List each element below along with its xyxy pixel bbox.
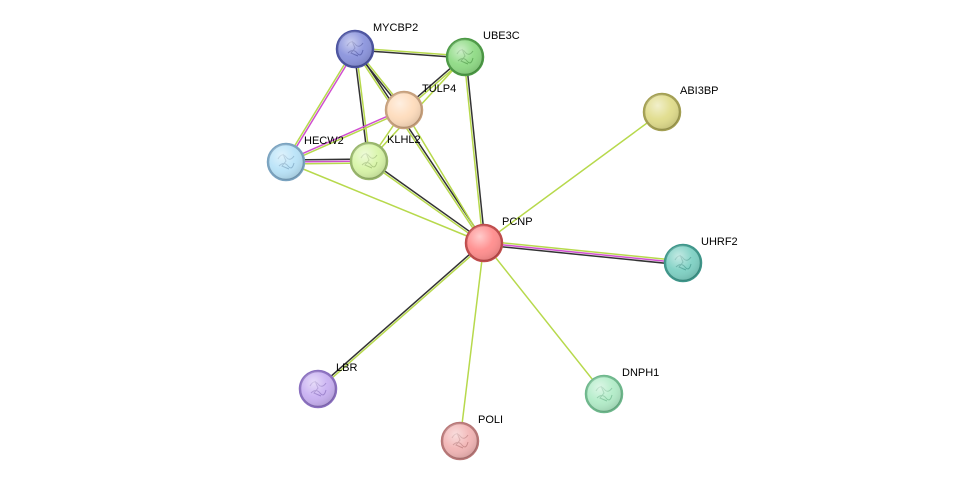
node-gloss bbox=[337, 31, 373, 67]
node-label: TULP4 bbox=[422, 83, 456, 95]
node-uhrf2[interactable]: UHRF2 bbox=[663, 236, 738, 283]
edge-line bbox=[367, 161, 485, 245]
node-gloss bbox=[268, 144, 304, 180]
node-gloss bbox=[386, 92, 422, 128]
edge-line bbox=[403, 109, 485, 244]
edge-line bbox=[284, 47, 355, 163]
edge-pcnp-lbr bbox=[316, 241, 486, 391]
node-klhl2[interactable]: KLHL2 bbox=[349, 134, 421, 181]
edge-line bbox=[317, 243, 486, 391]
edge-pcnp-klhl2 bbox=[367, 159, 486, 245]
edge-pcnp-hecw2 bbox=[285, 161, 485, 244]
node-tulp4[interactable]: TULP4 bbox=[384, 83, 456, 130]
node-mycbp2[interactable]: MYCBP2 bbox=[335, 22, 418, 69]
edge-pcnp-poli bbox=[459, 242, 485, 442]
node-label: POLI bbox=[478, 414, 503, 426]
edge-line bbox=[368, 159, 486, 243]
edge-mycbp2-hecw2 bbox=[284, 47, 357, 164]
node-label: LBR bbox=[336, 362, 357, 374]
node-gloss bbox=[447, 39, 483, 75]
node-label: KLHL2 bbox=[387, 134, 421, 146]
edge-line bbox=[483, 240, 684, 262]
node-label: MYCBP2 bbox=[373, 22, 418, 34]
edge-line bbox=[483, 111, 663, 244]
node-gloss bbox=[300, 371, 336, 407]
edge-pcnp-ube3c bbox=[463, 56, 486, 244]
edge-line bbox=[483, 242, 684, 264]
edge-line bbox=[285, 110, 406, 164]
edge-line bbox=[286, 48, 357, 164]
node-poli[interactable]: POLI bbox=[440, 414, 503, 461]
node-gloss bbox=[466, 225, 502, 261]
edge-line bbox=[316, 241, 485, 389]
node-label: UHRF2 bbox=[701, 236, 738, 248]
node-label: HECW2 bbox=[304, 135, 344, 147]
edge-tulp4-hecw2 bbox=[284, 108, 406, 164]
edge-line bbox=[465, 56, 486, 244]
node-gloss bbox=[586, 376, 622, 412]
edge-line bbox=[355, 47, 486, 244]
edge-line bbox=[463, 56, 484, 244]
edges-layer bbox=[284, 47, 684, 442]
edge-pcnp-dnph1 bbox=[483, 242, 605, 395]
edge-pcnp-mycbp2 bbox=[353, 47, 486, 245]
node-hecw2[interactable]: HECW2 bbox=[266, 135, 344, 182]
node-gloss bbox=[351, 143, 387, 179]
node-label: DNPH1 bbox=[622, 367, 659, 379]
node-label: ABI3BP bbox=[680, 85, 719, 97]
node-label: PCNP bbox=[502, 216, 533, 228]
node-dnph1[interactable]: DNPH1 bbox=[584, 367, 659, 414]
edge-pcnp-uhrf2 bbox=[483, 240, 684, 266]
edge-line bbox=[459, 242, 485, 442]
node-ube3c[interactable]: UBE3C bbox=[445, 30, 520, 77]
edge-line bbox=[285, 161, 485, 244]
node-gloss bbox=[644, 94, 680, 130]
node-pcnp[interactable]: PCNP bbox=[464, 216, 533, 263]
node-gloss bbox=[442, 423, 478, 459]
node-label: UBE3C bbox=[483, 30, 520, 42]
edge-line bbox=[353, 48, 484, 245]
edge-pcnp-tulp4 bbox=[403, 109, 485, 244]
node-gloss bbox=[665, 245, 701, 281]
edge-line bbox=[284, 108, 405, 162]
edge-line bbox=[483, 242, 605, 395]
edge-line bbox=[483, 244, 684, 266]
node-lbr[interactable]: LBR bbox=[298, 362, 357, 409]
node-abi3bp[interactable]: ABI3BP bbox=[642, 85, 719, 132]
edge-pcnp-abi3bp bbox=[483, 111, 663, 244]
